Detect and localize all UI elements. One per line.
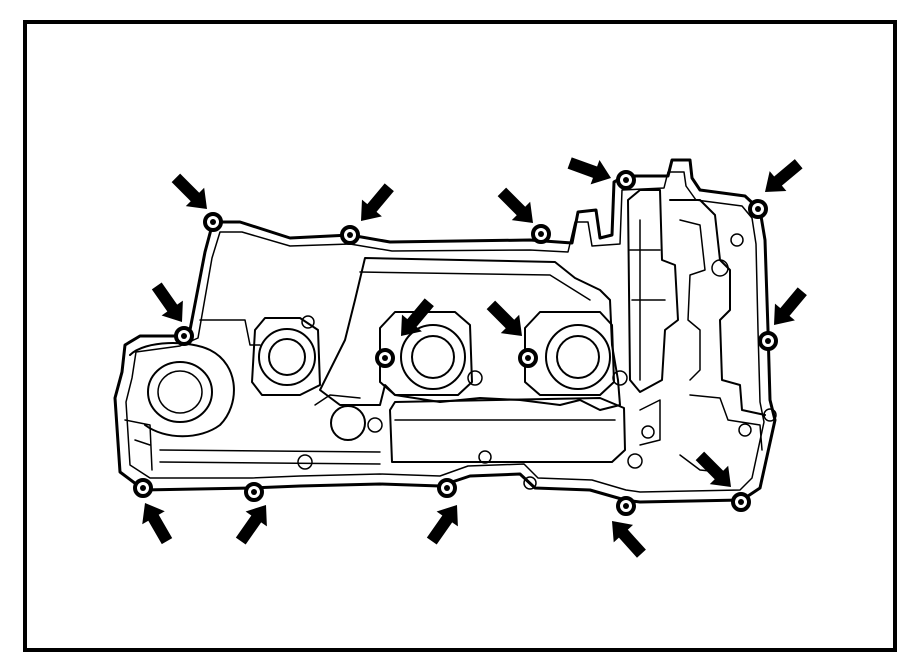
arrow-10	[133, 496, 179, 548]
arrow-11	[230, 497, 277, 549]
arrow-2	[351, 178, 400, 230]
arrow-13	[602, 512, 652, 563]
arrow-4	[565, 150, 616, 191]
bolt-6	[174, 326, 194, 346]
bolt-2	[340, 225, 360, 245]
arrow-7	[764, 282, 813, 334]
bolt-9	[518, 348, 538, 368]
arrow-6	[146, 278, 193, 330]
bolt-4	[616, 170, 636, 190]
center-deck	[319, 257, 621, 411]
bolt-8	[375, 348, 395, 368]
bolt-5	[748, 199, 768, 219]
bolt-12	[437, 478, 457, 498]
bolt-14	[731, 492, 751, 512]
cover-inner-rim	[125, 171, 765, 493]
arrow-14	[690, 446, 741, 497]
arrow-12	[421, 497, 468, 549]
arrow-3	[492, 182, 543, 233]
arrow-5	[756, 153, 808, 202]
arrow-9	[481, 295, 532, 346]
bolt-7	[758, 331, 778, 351]
figure-border	[23, 20, 897, 652]
valve-cover	[113, 158, 777, 504]
bolt-13	[616, 496, 636, 516]
bolt-markers	[133, 170, 778, 516]
bolt-1	[203, 212, 223, 232]
cover-outline	[113, 158, 777, 504]
bolt-10	[133, 478, 153, 498]
arrow-1	[166, 168, 217, 219]
bolt-11	[244, 482, 264, 502]
bolt-3	[531, 224, 551, 244]
